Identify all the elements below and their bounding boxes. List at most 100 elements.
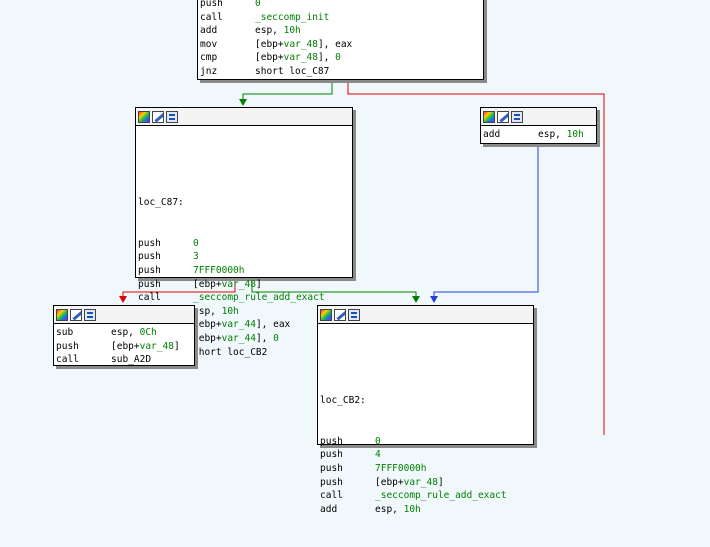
stack-variable[interactable]: var_48 — [403, 476, 438, 488]
edge-arrow-sub — [119, 296, 127, 303]
symbol-name[interactable]: _seccomp_init — [255, 11, 330, 23]
mnemonic: call — [200, 11, 223, 23]
operands: esp, 0Ch — [111, 326, 157, 340]
immediate-value: 10h — [566, 129, 584, 140]
stack-variable[interactable]: var_48 — [283, 38, 318, 50]
mnemonic: push — [138, 278, 161, 290]
immediate-value: 4 — [375, 449, 381, 461]
color-palette-icon[interactable] — [483, 110, 495, 123]
control-flow-edges — [119, 80, 605, 435]
instruction-line[interactable]: push 7FFF0000h — [320, 462, 531, 476]
operands: short loc_CB2 — [193, 346, 267, 360]
operand-text: ] — [437, 476, 444, 488]
mnemonic: push — [320, 449, 343, 461]
mnemonic: push — [138, 251, 161, 263]
edge-top-fallthrough — [347, 80, 605, 435]
mnemonic: push — [56, 340, 79, 352]
operand-text: [ebp+ — [255, 38, 284, 50]
operand-text: esp, — [111, 327, 140, 338]
symbol-name[interactable]: _seccomp_rule_add_exact — [375, 490, 507, 502]
color-palette-icon[interactable] — [56, 308, 68, 321]
operand-text: ] — [255, 278, 262, 290]
operands: 7FFF0000h — [375, 462, 426, 476]
edge-top-to-loc-c87 — [242, 80, 333, 101]
mnemonic: push — [138, 237, 161, 249]
instruction-line[interactable]: call _seccomp_rule_add_exact — [320, 489, 531, 503]
block-header — [318, 306, 533, 324]
graph-view-icon[interactable] — [166, 110, 178, 123]
mnemonic: sub — [56, 327, 74, 338]
instruction-line[interactable]: cmp[ebp+var_48], 0 — [200, 51, 481, 65]
operands: [ebp+var_44], 0 — [193, 332, 279, 346]
mnemonic: call — [138, 292, 161, 304]
instruction-line[interactable]: call _seccomp_init — [200, 11, 481, 25]
symbol-name[interactable]: _seccomp_rule_add_exact — [193, 292, 325, 304]
mnemonic: jnz — [200, 65, 218, 77]
operand-text: esp, — [255, 25, 284, 37]
edge-arrow-loc-cb2-green — [412, 296, 420, 303]
instruction-line[interactable]: sub esp, 0Ch — [56, 326, 192, 340]
mnemonic: push — [200, 0, 223, 9]
edit-pen-icon[interactable] — [334, 308, 346, 321]
block-header — [54, 306, 194, 324]
mnemonic: mov — [200, 38, 218, 50]
operands: 3 — [193, 250, 199, 264]
stack-variable[interactable]: var_48 — [221, 278, 256, 290]
edit-pen-icon[interactable] — [497, 110, 509, 123]
operand-text: esp, — [538, 129, 567, 140]
block-header — [481, 108, 596, 126]
immediate-value: 7FFF0000h — [193, 264, 245, 276]
mnemonic: call — [320, 490, 343, 502]
color-palette-icon[interactable] — [320, 308, 332, 321]
instruction-line[interactable]: push 4 — [320, 448, 531, 462]
block-label[interactable]: loc_CB2: — [320, 394, 366, 406]
instruction-line[interactable]: mov [ebp+var_48], eax — [200, 38, 481, 52]
operands: esp, 10h — [193, 305, 239, 319]
operand-text: ], — [255, 332, 274, 344]
immediate-value: 3 — [193, 251, 199, 263]
graph-view-icon[interactable] — [511, 110, 523, 123]
mnemonic: cmp — [200, 52, 218, 64]
instruction-line[interactable]: add esp, 10h — [200, 24, 481, 38]
stack-variable[interactable]: var_44 — [221, 319, 256, 331]
operand-text: ], eax — [317, 38, 353, 50]
stack-variable[interactable]: var_44 — [221, 332, 256, 344]
instruction-line[interactable]: push[ebp+var_48] — [56, 340, 192, 354]
instruction-line[interactable]: push 3 — [138, 250, 350, 264]
immediate-value: 0 — [375, 435, 381, 447]
instruction-line[interactable]: push[ebp+var_48] — [320, 476, 531, 490]
mnemonic: push — [320, 462, 343, 474]
edit-pen-icon[interactable] — [152, 110, 164, 123]
operand-text: [ebp+ — [255, 52, 284, 64]
instruction-line[interactable]: push[ebp+var_48] — [138, 278, 350, 292]
stack-variable[interactable]: var_48 — [139, 340, 174, 352]
operand-text: [ebp+ — [193, 332, 222, 344]
instruction-line[interactable]: call _seccomp_rule_add_exact — [138, 291, 350, 305]
operands: [ebp+var_48] — [375, 476, 444, 490]
graph-view-icon[interactable] — [348, 308, 360, 321]
color-palette-icon[interactable] — [138, 110, 150, 123]
edit-pen-icon[interactable] — [70, 308, 82, 321]
graph-view-icon[interactable] — [84, 308, 96, 321]
block-label[interactable]: loc_C87: — [138, 196, 184, 208]
mnemonic: add — [200, 25, 218, 37]
immediate-value: 10h — [283, 25, 301, 37]
stack-variable[interactable]: var_48 — [283, 52, 318, 64]
